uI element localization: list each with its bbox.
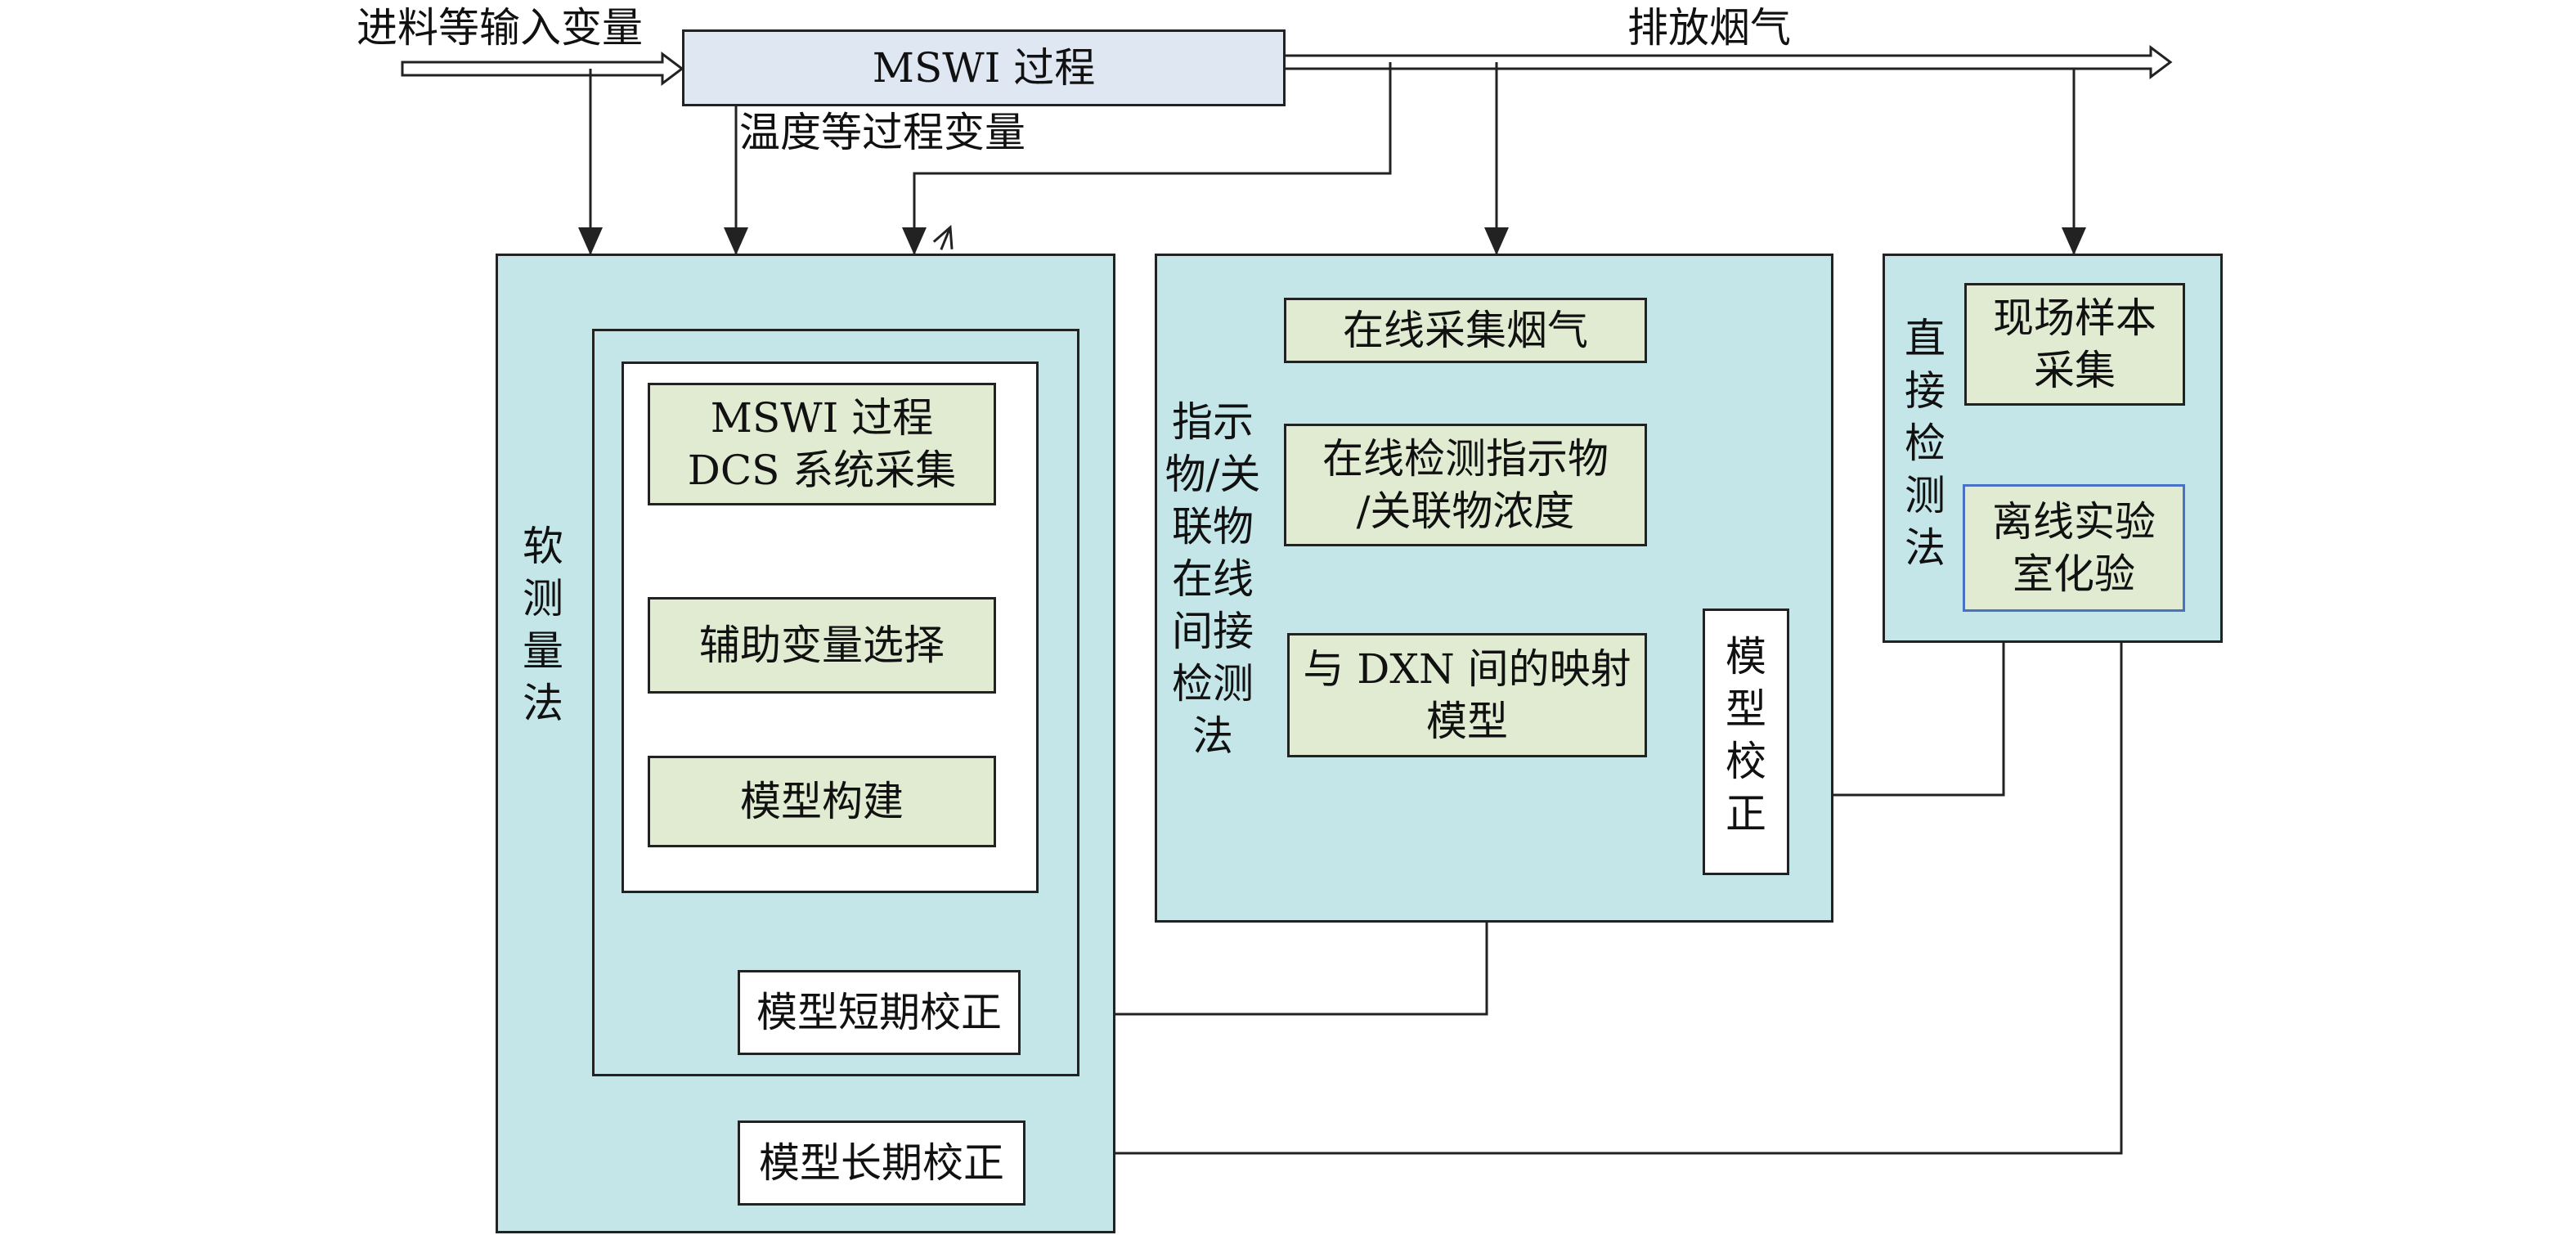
indirect-model-correction-box: 模 型 校 正 [1703, 609, 1789, 875]
indirect-step-indicator-concentration: 在线检测指示物 /关联物浓度 [1284, 424, 1647, 546]
long-term-correction-box: 模型长期校正 [738, 1120, 1025, 1206]
flue-gas-to-soft-sensor-arrow [902, 62, 1392, 255]
input-hollow-arrow [401, 52, 684, 86]
input-variables-label: 进料等输入变量 [357, 4, 643, 52]
direct-to-long-term-correction-arrow [1021, 643, 2123, 1165]
soft-step-dcs-collection: MSWI 过程 DCS 系统采集 [648, 383, 996, 505]
short-term-correction-box: 模型短期校正 [738, 970, 1021, 1055]
direct-step-offline-lab-analysis: 离线实验 室化验 [1963, 484, 2185, 612]
soft-step-auxiliary-variable-selection: 辅助变量选择 [648, 597, 996, 694]
process-variables-label: 温度等过程变量 [739, 109, 1025, 156]
soft-step-model-construction: 模型构建 [648, 756, 996, 847]
direct-step-field-sampling: 现场样本 采集 [1964, 283, 2185, 406]
flue-gas-hollow-arrow [1282, 45, 2173, 79]
indirect-step-dxn-mapping-model: 与 DXN 间的映射 模型 [1287, 633, 1647, 757]
indirect-detection-title: 指示 物/关 联物 在线 间接 检测 法 [1165, 398, 1261, 760]
soft-sensor-inner-frame [592, 329, 1079, 1076]
soft-sensor-title: 软 测 量 法 [523, 523, 563, 727]
indirect-to-short-term-correction-arrow [1012, 923, 1488, 1026]
mswi-process-box: MSWI 过程 [682, 29, 1286, 106]
direct-detection-title: 直 接 检 测 法 [1905, 315, 1945, 572]
direct-to-model-correction-arrow [1784, 643, 2005, 807]
indirect-step-online-gas-sampling: 在线采集烟气 [1284, 298, 1647, 363]
flue-gas-label: 排放烟气 [1627, 4, 1791, 52]
